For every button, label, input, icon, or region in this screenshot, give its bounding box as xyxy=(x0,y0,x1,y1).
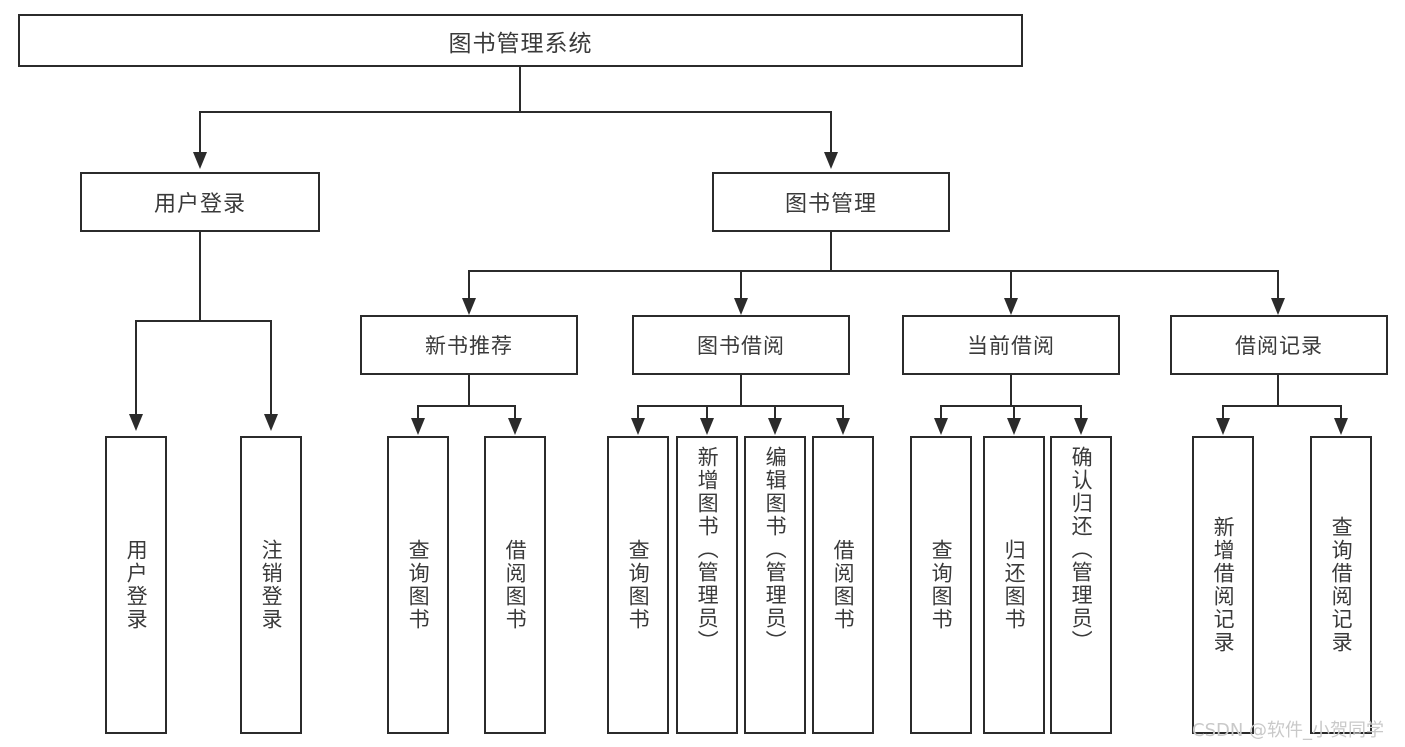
node-label: 新增图书（管理员） xyxy=(695,446,720,653)
node-leaf-logout[interactable]: 注销登录 xyxy=(240,436,302,734)
node-label: 编辑图书（管理员） xyxy=(763,446,788,653)
node-label: 查询借阅记录 xyxy=(1329,516,1354,654)
node-leaf-query-books-current[interactable]: 查询图书 xyxy=(910,436,972,734)
connector-newbook-stem xyxy=(468,375,470,407)
connector-bookmgmt-drop-3 xyxy=(1010,270,1012,302)
connector-record-drop-2 xyxy=(1340,405,1342,420)
csdn-watermark: CSDN @软件_小贺同学 xyxy=(1192,720,1385,741)
node-leaf-user-login[interactable]: 用户登录 xyxy=(105,436,167,734)
arrowhead-current-2 xyxy=(1007,418,1021,435)
arrowhead-record-2 xyxy=(1334,418,1348,435)
node-new-book-recommendation[interactable]: 新书推荐 xyxy=(360,315,578,375)
connector-current-stem xyxy=(1010,375,1012,407)
connector-root-stem xyxy=(519,67,521,112)
arrowhead-current-3 xyxy=(1074,418,1088,435)
arrowhead-current-1 xyxy=(934,418,948,435)
connector-record-bus xyxy=(1222,405,1341,407)
node-label: 新增借阅记录 xyxy=(1211,516,1236,654)
node-label: 用户登录 xyxy=(124,539,149,631)
node-label: 确认归还（管理员） xyxy=(1069,446,1094,653)
arrowhead-userlogin-1 xyxy=(129,414,143,431)
node-leaf-return-books[interactable]: 归还图书 xyxy=(983,436,1045,734)
node-leaf-confirm-return-admin[interactable]: 确认归还（管理员） xyxy=(1050,436,1112,734)
node-label: 借阅图书 xyxy=(503,539,528,631)
node-leaf-borrow-books[interactable]: 借阅图书 xyxy=(812,436,874,734)
connector-newbook-bus xyxy=(417,405,516,407)
arrowhead-bookmgmt-3 xyxy=(1004,298,1018,315)
node-leaf-query-books-borrow[interactable]: 查询图书 xyxy=(607,436,669,734)
connector-record-stem xyxy=(1277,375,1279,407)
connector-bookmgmt-stem xyxy=(830,232,832,272)
connector-borrow-drop-4 xyxy=(842,405,844,420)
node-label: 查询图书 xyxy=(626,539,651,631)
connector-current-drop-3 xyxy=(1080,405,1082,420)
connector-current-bus xyxy=(940,405,1082,407)
connector-borrow-bus xyxy=(637,405,844,407)
connector-userlogin-drop-1 xyxy=(135,320,137,416)
node-borrow-records[interactable]: 借阅记录 xyxy=(1170,315,1388,375)
node-label: 归还图书 xyxy=(1002,539,1027,631)
arrowhead-bookmgmt-2 xyxy=(734,298,748,315)
arrowhead-borrow-3 xyxy=(768,418,782,435)
node-label: 借阅图书 xyxy=(831,539,856,631)
node-leaf-query-books-newbook[interactable]: 查询图书 xyxy=(387,436,449,734)
arrowhead-borrow-2 xyxy=(700,418,714,435)
arrowhead-borrow-1 xyxy=(631,418,645,435)
node-label: 查询图书 xyxy=(929,539,954,631)
connector-bookmgmt-bus xyxy=(468,270,1278,272)
node-leaf-edit-book-admin[interactable]: 编辑图书（管理员） xyxy=(744,436,806,734)
connector-root-drop-1 xyxy=(199,111,201,155)
arrowhead-bookmgmt-1 xyxy=(462,298,476,315)
node-book-management[interactable]: 图书管理 xyxy=(712,172,950,232)
node-label: 图书管理 xyxy=(784,192,877,217)
node-leaf-add-borrow-record[interactable]: 新增借阅记录 xyxy=(1192,436,1254,734)
connector-root-drop-2 xyxy=(830,111,832,155)
node-label: 用户登录 xyxy=(153,192,246,217)
connector-bookmgmt-drop-2 xyxy=(740,270,742,302)
node-label: 当前借阅 xyxy=(967,334,1055,358)
node-current-borrowing[interactable]: 当前借阅 xyxy=(902,315,1120,375)
connector-bookmgmt-drop-1 xyxy=(468,270,470,302)
node-label: 查询图书 xyxy=(406,539,431,631)
arrowhead-root-1 xyxy=(193,152,207,169)
arrowhead-record-1 xyxy=(1216,418,1230,435)
node-label: 图书借阅 xyxy=(697,334,785,358)
node-leaf-query-borrow-record[interactable]: 查询借阅记录 xyxy=(1310,436,1372,734)
connector-userlogin-bus xyxy=(135,320,271,322)
arrowhead-userlogin-2 xyxy=(264,414,278,431)
node-label: 新书推荐 xyxy=(425,334,513,358)
connector-borrow-drop-2 xyxy=(706,405,708,420)
arrowhead-borrow-4 xyxy=(836,418,850,435)
connector-current-drop-2 xyxy=(1013,405,1015,420)
connector-borrow-drop-3 xyxy=(774,405,776,420)
connector-newbook-drop-2 xyxy=(514,405,516,420)
connector-record-drop-1 xyxy=(1222,405,1224,420)
arrowhead-root-2 xyxy=(824,152,838,169)
node-label: 借阅记录 xyxy=(1235,334,1323,358)
connector-userlogin-stem xyxy=(199,232,201,322)
connector-borrow-drop-1 xyxy=(637,405,639,420)
arrowhead-bookmgmt-4 xyxy=(1271,298,1285,315)
connector-root-bus xyxy=(199,111,831,113)
arrowhead-newbook-1 xyxy=(411,418,425,435)
connector-bookmgmt-drop-4 xyxy=(1277,270,1279,302)
connector-borrow-stem xyxy=(740,375,742,407)
node-book-borrowing[interactable]: 图书借阅 xyxy=(632,315,850,375)
arrowhead-newbook-2 xyxy=(508,418,522,435)
connector-current-drop-1 xyxy=(940,405,942,420)
connector-newbook-drop-1 xyxy=(417,405,419,420)
node-leaf-borrow-books-newbook[interactable]: 借阅图书 xyxy=(484,436,546,734)
node-root-book-management-system[interactable]: 图书管理系统 xyxy=(18,14,1023,67)
connector-userlogin-drop-2 xyxy=(270,320,272,416)
node-user-login[interactable]: 用户登录 xyxy=(80,172,320,232)
node-leaf-add-book-admin[interactable]: 新增图书（管理员） xyxy=(676,436,738,734)
node-label: 图书管理系统 xyxy=(448,30,593,57)
node-label: 注销登录 xyxy=(259,539,284,631)
